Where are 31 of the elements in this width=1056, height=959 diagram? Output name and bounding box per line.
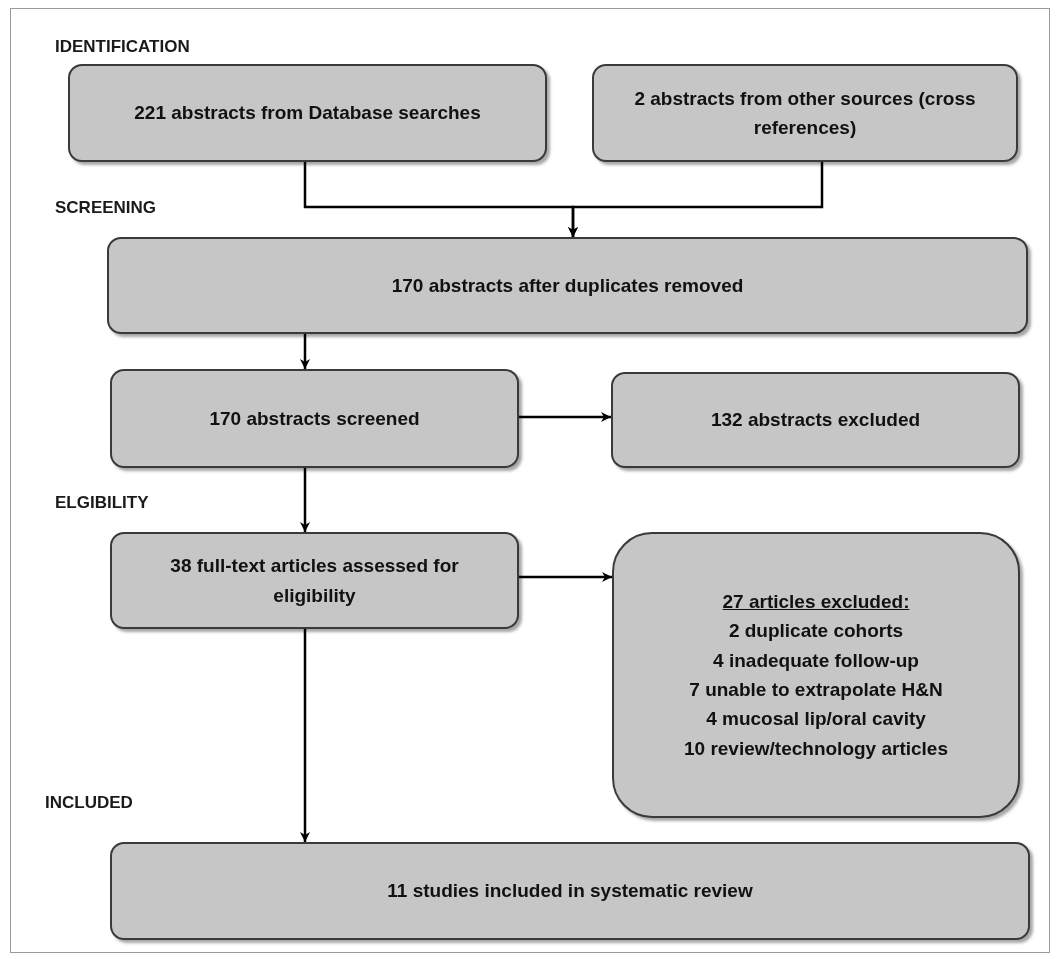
box-text: 38 full-text articles assessed for eligibility [169, 554, 460, 608]
arrow [519, 412, 611, 422]
box-text: 170 abstracts screened [209, 406, 420, 431]
arrow [300, 334, 310, 369]
box-text: 4 inadequate follow-up [713, 648, 919, 673]
stage-label: INCLUDED [45, 792, 133, 814]
box-text: 4 mucosal lip/oral cavity [706, 707, 926, 732]
box-text: 170 abstracts after duplicates removed [391, 273, 744, 298]
process-box [592, 64, 1018, 162]
box-text: 11 studies included in systematic review [387, 879, 753, 904]
process-box [68, 64, 547, 162]
arrow [568, 162, 824, 237]
box-heading: 27 articles excluded: [722, 589, 910, 614]
box-text: 2 abstracts from other sources (cross references) [633, 86, 977, 140]
process-box [110, 842, 1030, 940]
box-text: 7 unable to extrapolate H&N [689, 678, 943, 702]
arrow [300, 629, 310, 842]
exclusion-box [612, 532, 1020, 818]
box-text: 221 abstracts from Database searches [134, 101, 481, 126]
stage-label: SCREENING [55, 197, 157, 219]
box-text: 132 abstracts excluded [710, 408, 921, 433]
arrow [300, 468, 310, 532]
process-box [107, 237, 1028, 334]
stage-label: IDENTIFICATION [55, 36, 190, 58]
process-box [110, 532, 519, 629]
arrow [519, 572, 612, 582]
box-text: 10 review/technology articles [684, 736, 948, 761]
process-box [611, 372, 1020, 468]
stage-label: ELGIBILITY [55, 492, 149, 514]
box-text: 2 duplicate cohorts [728, 619, 904, 644]
process-box [110, 369, 519, 468]
